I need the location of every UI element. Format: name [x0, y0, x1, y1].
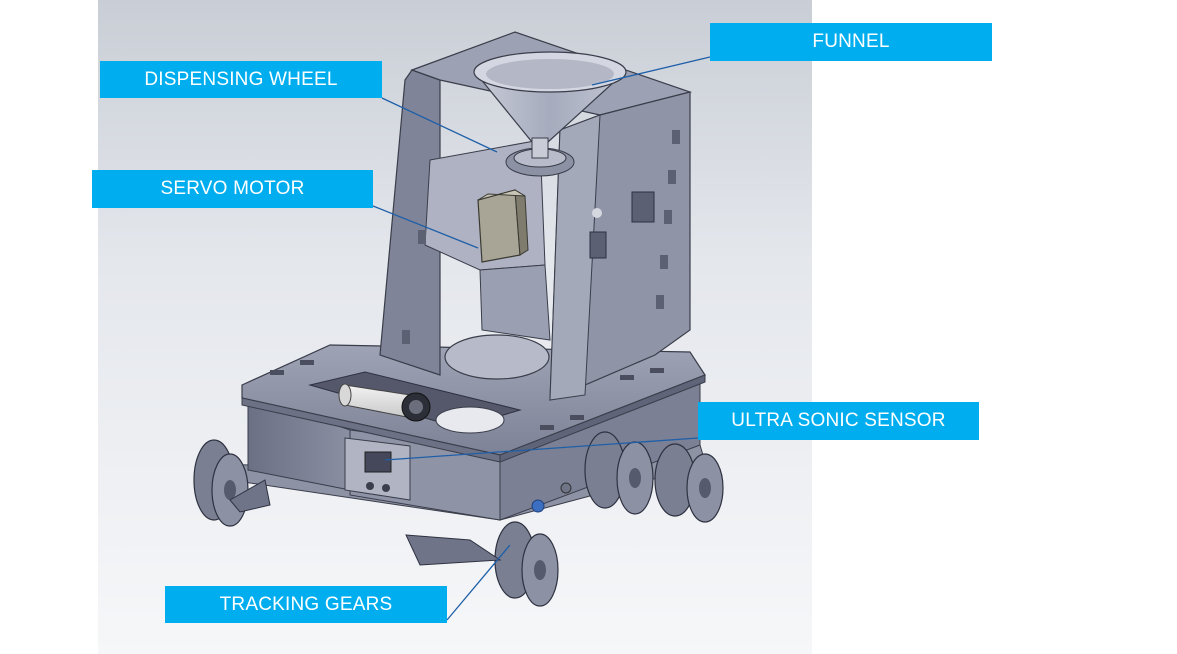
leader-tracking-gears	[446, 544, 511, 621]
control-panel	[344, 437, 411, 501]
ultra-sonic-sensor-label: ULTRA SONIC SENSOR	[698, 402, 979, 440]
wheel-front-right	[584, 431, 654, 515]
leader-servo-motor	[372, 205, 479, 249]
leader-dispensing-wheel	[381, 97, 498, 153]
dc-motor	[338, 383, 431, 422]
leader-ultra-sonic-sensor	[384, 437, 699, 461]
servo-motor-label: SERVO MOTOR	[92, 170, 373, 208]
wheel-front-left	[193, 439, 249, 527]
dispensing-wheel-label: DISPENSING WHEEL	[100, 61, 382, 98]
tracking-gears	[193, 431, 724, 607]
servo-motor	[477, 189, 529, 263]
wheel-rear-left	[494, 521, 559, 607]
funnel-label: FUNNEL	[710, 23, 992, 61]
leader-lines	[372, 56, 711, 621]
funnel	[473, 51, 627, 159]
ultrasonic-sensor	[531, 482, 572, 513]
wheel-rear-right	[654, 443, 724, 523]
leader-funnel	[591, 56, 711, 86]
tower	[379, 31, 693, 401]
tracking-gears-label: TRACKING GEARS	[165, 586, 447, 623]
